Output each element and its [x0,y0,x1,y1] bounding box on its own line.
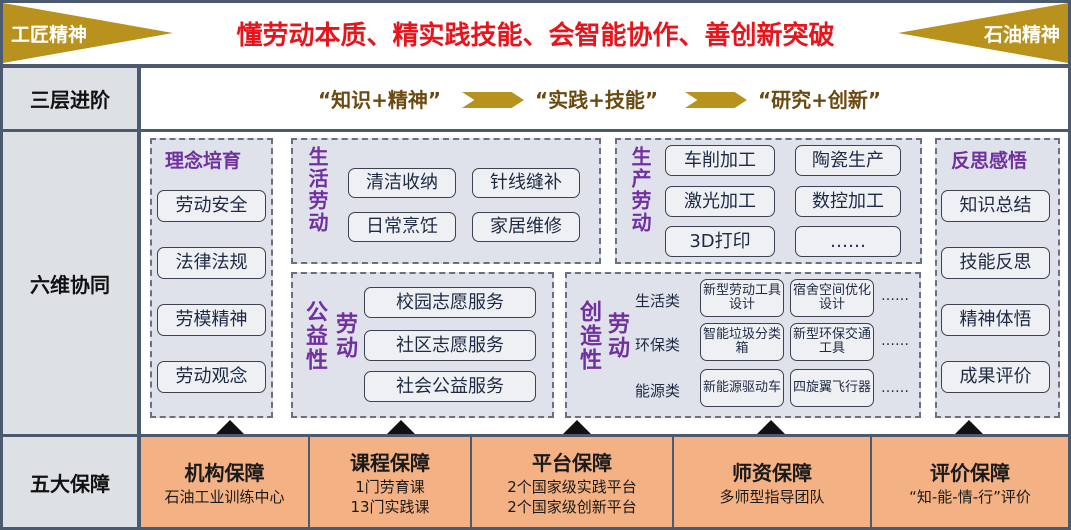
stage-2: “实践+技能” [535,88,659,112]
public-item: 社区志愿服务 [364,330,536,361]
creative-item: 四旋翼飞行器 [790,369,874,407]
public-item: 社会公益服务 [364,371,536,402]
guarantee-line: 多师型指导团队 [719,487,825,506]
creative-item: 新能源驱动车 [700,369,784,407]
public-title-b: 劳动 [332,312,357,360]
guarantee-title: 机构保障 [184,460,265,485]
reflection-item: 成果评价 [941,361,1050,393]
motto: 懂劳动本质、精实践技能、会智能协作、善创新突破 [236,21,835,51]
guarantee-line: 13门实践课 [350,497,430,516]
guarantee-cell: 师资保障 多师型指导团队 [674,437,870,527]
creative-title-b: 劳动 [604,312,629,360]
creative-item: 新型劳动工具设计 [700,279,784,317]
concept-item: 劳动观念 [157,361,266,393]
stage-3: “研究+创新” [758,88,882,112]
reflection-title: 反思感悟 [951,150,1028,172]
creative-item: 智能垃圾分类箱 [700,323,784,361]
row-label-five-guarantees: 五大保障 [3,437,137,527]
guarantee-line: “知-能-情-行”评价 [909,487,1031,506]
concept-item: 劳动安全 [157,190,266,222]
concept-title: 理念培育 [165,150,242,172]
panel-life-labor [291,138,601,264]
three-levels-content [141,68,1068,129]
life-item: 针线缝补 [472,168,580,198]
up-triangle-icon [955,420,983,434]
row-label-three-levels: 三层进阶 [3,68,137,129]
reflection-item: 精神体悟 [941,304,1050,336]
public-item: 校园志愿服务 [364,287,536,318]
petroleum-spirit-flag: 石油精神 [898,3,1068,63]
creative-title-a: 创造性 [576,300,601,372]
category-label: 环保类 [635,336,681,354]
guarantee-line: 2个国家级创新平台 [507,497,637,516]
guarantee-title: 师资保障 [732,460,812,485]
public-title-a: 公益性 [302,300,327,372]
more-dots: …… [881,380,909,396]
reflection-item: 技能反思 [941,247,1050,279]
guarantee-line: 2个国家级实践平台 [507,478,637,496]
guarantee-cell: 机构保障 石油工业训练中心 [141,437,308,527]
guarantee-title: 平台保障 [532,451,612,475]
guarantee-cell: 平台保障 2个国家级实践平台 2个国家级创新平台 [472,437,672,527]
life-item: 家居维修 [472,212,580,242]
chevron-arrow-icon [685,92,747,108]
category-label: 能源类 [635,382,681,400]
category-label: 生活类 [635,292,681,310]
up-triangle-icon [757,420,785,434]
production-item: 数控加工 [795,186,901,217]
reflection-item: 知识总结 [941,190,1050,222]
more-dots: …… [881,333,909,349]
life-item: 日常烹饪 [348,212,456,242]
header-banner: 工匠精神 懂劳动本质、精实践技能、会智能协作、善创新突破 石油精神 [3,3,1068,64]
up-triangle-icon [387,420,415,434]
more-dots: …… [881,288,909,304]
stage-1: “知识+精神” [318,88,442,112]
production-title: 生产劳动 [628,146,652,234]
production-item: 陶瓷生产 [795,145,901,176]
creative-item: 新型环保交通工具 [790,323,874,361]
life-item: 清洁收纳 [348,168,456,198]
guarantee-cell: 课程保障 1门劳育课 13门实践课 [310,437,470,527]
concept-item: 法律法规 [157,247,266,279]
life-title: 生活劳动 [305,146,329,234]
up-triangle-icon [563,420,591,434]
production-item: 车削加工 [665,145,775,176]
guarantee-title: 评价保障 [930,460,1010,485]
production-item: …… [795,226,901,257]
guarantee-line: 石油工业训练中心 [164,487,285,506]
row-label-six-dimensions: 六维协同 [3,132,137,434]
production-item: 激光加工 [665,186,775,217]
up-triangle-icon [216,420,244,434]
production-item: 3D打印 [665,226,775,257]
concept-item: 劳模精神 [157,304,266,336]
chevron-arrow-icon [462,92,524,108]
guarantee-cell: 评价保障 “知-能-情-行”评价 [872,437,1068,527]
guarantee-title: 课程保障 [350,451,430,475]
creative-item: 宿舍空间优化设计 [790,279,874,317]
guarantee-line: 1门劳育课 [355,478,425,496]
